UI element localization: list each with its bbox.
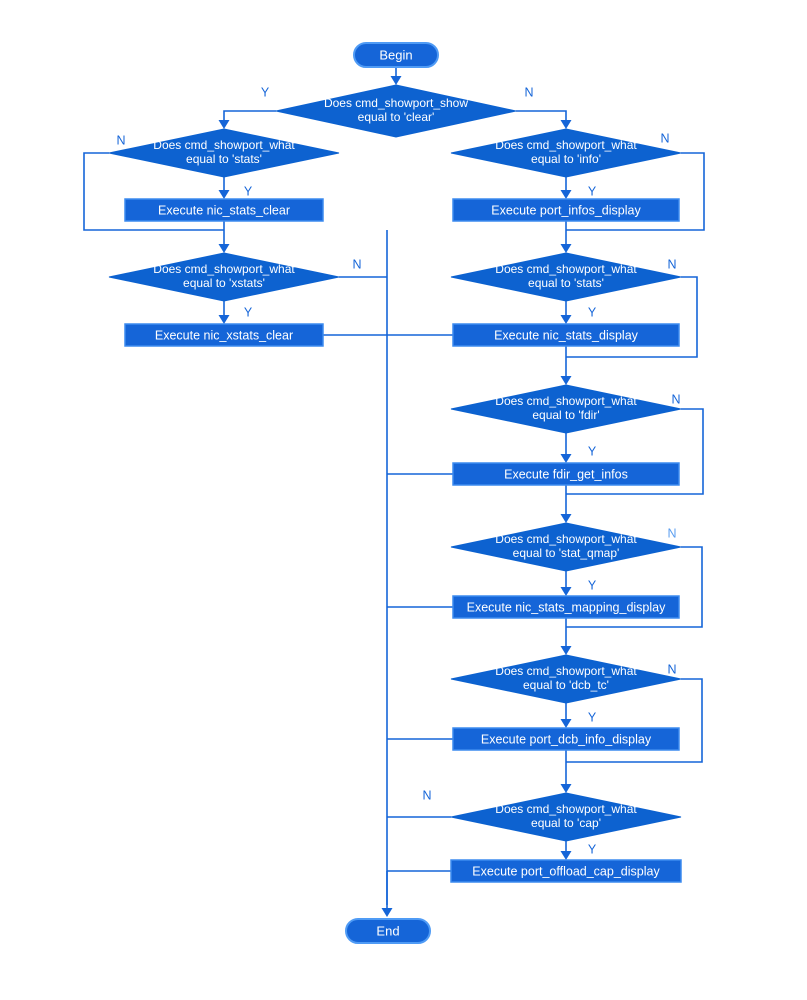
- process-p_nic_stats_mapping[interactable]: Execute nic_stats_mapping_display: [452, 595, 680, 619]
- arrowhead-e_qmap_yes_to_exec: [560, 587, 572, 596]
- process-p_port_offload_cap[interactable]: Execute port_offload_cap_display: [450, 859, 682, 883]
- branch-label-l_qmap_yes: Y: [588, 578, 597, 592]
- process-shape: [450, 859, 682, 883]
- branch-label-l_dcb_no: N: [667, 662, 676, 676]
- branch-label-l_dcb_yes: Y: [588, 710, 597, 724]
- arrowhead-e_spine_to_end: [381, 908, 393, 917]
- arrowhead-e_begin_to_clear: [390, 76, 402, 85]
- terminator-begin[interactable]: Begin: [353, 42, 439, 68]
- process-shape: [452, 462, 680, 486]
- edge-e_qmap_no_loop: [566, 546, 703, 628]
- arrowhead-e_stats_l_yes_to_exec: [218, 190, 230, 199]
- edge-e_clear_yes_to_stats_l: [223, 110, 276, 125]
- arrowhead-e_cap_yes_to_exec: [560, 851, 572, 860]
- branch-label-l_qmap_no: N: [667, 526, 676, 540]
- edges-layer: [83, 67, 705, 917]
- edge-e_dcb_no_loop: [566, 678, 703, 763]
- branch-label-l_cap_yes: Y: [588, 842, 597, 856]
- branch-label-l_fdir_yes: Y: [588, 444, 597, 458]
- decision-shape: [450, 792, 682, 842]
- arrowhead-e_xstats_yes_to_exec: [218, 315, 230, 324]
- arrowhead-e_merge_to_xstats: [218, 244, 230, 253]
- branch-label-l_clear_no: N: [524, 85, 533, 99]
- branch-label-l_stats_r_no: N: [667, 257, 676, 271]
- decision-shape: [450, 522, 682, 572]
- branch-label-l_stats_r_yes: Y: [588, 305, 597, 319]
- terminator-shape: [353, 42, 439, 68]
- process-p_port_dcb_info[interactable]: Execute port_dcb_info_display: [452, 727, 680, 751]
- arrowhead-e_info_yes_to_exec: [560, 190, 572, 199]
- edge-e_info_no_loop: [566, 152, 705, 231]
- branch-label-l_clear_yes: Y: [261, 85, 270, 99]
- arrowhead-e_fdir_yes_to_exec: [560, 454, 572, 463]
- decision-shape: [450, 384, 682, 434]
- arrowhead-e_merge_to_qmap: [560, 514, 572, 523]
- decision-shape: [108, 252, 340, 302]
- branch-label-l_xstats_yes: Y: [244, 305, 253, 319]
- process-shape: [452, 198, 680, 222]
- arrowhead-e_merge_to_dcb: [560, 646, 572, 655]
- process-p_nic_stats_clear[interactable]: Execute nic_stats_clear: [124, 198, 324, 222]
- decision-shape: [450, 252, 682, 302]
- process-p_fdir_get_infos[interactable]: Execute fdir_get_infos: [452, 462, 680, 486]
- branch-label-l_info_no: N: [660, 131, 669, 145]
- edge-e_clear_no_to_info: [516, 110, 567, 125]
- arrowhead-e_stats_r_yes_to_exec: [560, 315, 572, 324]
- decision-shape: [108, 128, 340, 178]
- edge-e_stats_l_no_loop: [83, 152, 224, 231]
- arrowhead-e_merge_to_cap: [560, 784, 572, 793]
- edge-e_stats_r_no_loop: [566, 276, 698, 358]
- process-p_nic_stats_display[interactable]: Execute nic_stats_display: [452, 323, 680, 347]
- arrowhead-e_merge_to_stats_r: [560, 244, 572, 253]
- process-shape: [452, 727, 680, 751]
- process-p_nic_xstats_clear[interactable]: Execute nic_xstats_clear: [124, 323, 324, 347]
- process-shape: [452, 595, 680, 619]
- process-shape: [124, 323, 324, 347]
- branch-label-l_stats_l_no: N: [116, 133, 125, 147]
- branch-label-l_cap_no: N: [422, 788, 431, 802]
- decision-shape: [450, 128, 682, 178]
- decision-shape: [450, 654, 682, 704]
- process-shape: [452, 323, 680, 347]
- branch-label-l_stats_l_yes: Y: [244, 184, 253, 198]
- process-p_port_infos[interactable]: Execute port_infos_display: [452, 198, 680, 222]
- arrowhead-e_dcb_yes_to_exec: [560, 719, 572, 728]
- edge-e_fdir_no_loop: [566, 408, 704, 495]
- decision-shape: [275, 84, 517, 138]
- branch-label-l_fdir_no: N: [671, 392, 680, 406]
- arrowhead-e_merge_to_fdir: [560, 376, 572, 385]
- branch-label-l_info_yes: Y: [588, 184, 597, 198]
- terminator-end[interactable]: End: [345, 918, 431, 944]
- arrowhead-e_clear_no_to_info: [560, 120, 572, 129]
- process-shape: [124, 198, 324, 222]
- terminator-shape: [345, 918, 431, 944]
- branch-label-l_xstats_no: N: [352, 257, 361, 271]
- arrowhead-e_clear_yes_to_stats_l: [218, 120, 230, 129]
